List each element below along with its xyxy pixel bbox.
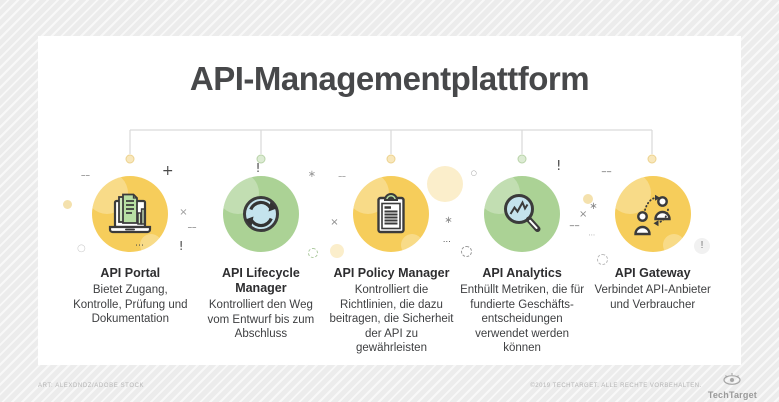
copyright-text: ©2019 TECHTARGET. ALLE RECHTE VORBEHALTE… [530,383,702,389]
sparkle-dash-icon: ‒‒ [569,221,580,230]
circle-highlight [401,234,424,252]
icon-circle-yellow [614,176,691,252]
brand-name: TechTarget [707,390,757,400]
sparkle-dots-icon: ⋯ [588,231,596,239]
feature-heading: API Policy Manager [333,266,450,280]
feature-column-api-lifecycle-manager: ! ∗ ‒‒ API Lifecycle Manager Kontrollier [188,162,327,356]
dashed-ring-icon [308,248,319,258]
eye-icon [723,373,742,385]
sparkle-cross-icon: × [330,217,339,228]
pale-blob [63,200,72,209]
circle-highlight [662,234,685,252]
icon-circle-green [484,176,561,252]
sparkle-exclamation-icon: ! [255,161,261,175]
exclamation-badge-icon: ! [693,238,710,254]
feature-column-api-portal: ‒‒ + × ! ⋯ ○ [63,164,196,356]
feature-description: Enthüllt Metriken, die für fundierte Ges… [460,284,585,354]
feature-heading: API Portal [100,266,161,280]
connector-dot [386,154,396,164]
feature-column-api-policy-manager: ‒‒ × ∗ ⋯ API Policy Man [326,166,463,356]
sparkle-cross-icon: × [179,207,188,218]
pale-blob [583,194,594,204]
connector-dot [517,154,527,164]
feature-description: Kontrolliert den Weg vom Entwurf bis zum… [207,299,315,340]
icon-circle-yellow [92,176,169,252]
feature-description: Verbindet API-Anbieter und Verbraucher [594,284,711,311]
feature-description: Kontrolliert die Richtlinien, die dazu b… [329,284,454,354]
feature-description: Bietet Zugang, Kontrolle, Prüfung und Do… [73,284,188,325]
sparkle-plus-icon: + [161,163,174,179]
sparkle-asterisk-icon: ∗ [589,201,598,212]
sparkle-ring-icon: ○ [77,243,86,254]
sparkle-dots-icon: ⋯ [135,241,144,251]
sparkle-cross-icon: × [578,209,588,220]
circle-highlight [614,176,651,214]
sparkle-dots-icon: ⋯ [442,237,451,246]
policy-clipboard-icon [377,193,406,234]
icon-circle-green [222,176,299,252]
laptop-documents-icon [109,193,152,234]
feature-column-api-gateway: ‒‒ ∗ ‒‒ ! [569,168,718,356]
lifecycle-cycle-icon [242,196,279,232]
sparkle-asterisk-icon: ∗ [307,169,317,180]
feature-columns: ‒‒ + × ! ⋯ ○ [63,160,718,356]
sparkle-asterisk-icon: ∗ [444,215,453,226]
footer-right: ©2019 TECHTARGET. ALLE RECHTE VORBEHALTE… [530,372,757,400]
connector-dot [647,154,657,164]
techtarget-logo: TechTarget [708,372,757,400]
sparkle-dash-icon: ‒‒ [338,173,346,180]
art-credit: ART: ALEXDNDZ/ADOBE STOCK [38,383,145,389]
sparkle-ring-icon: ○ [470,169,477,177]
pale-blob [330,244,345,258]
content-card: API-Managementplattform ‒‒ + × ! ⋯ ○ [38,36,741,365]
circle-highlight [140,234,163,252]
sparkle-dash-icon: ‒‒ [81,171,90,179]
gateway-people-icon [633,194,671,236]
dashed-ring-icon [460,246,472,257]
feature-heading: API Analytics [482,266,562,280]
analytics-magnifier-icon [504,194,541,232]
page-title: API-Managementplattform [189,60,590,97]
connector-dot [125,154,135,164]
sparkle-dash-icon: ‒‒ [601,167,612,176]
feature-heading: API Lifecycle Manager [221,266,300,295]
sparkle-exclamation-icon: ! [556,159,562,174]
feature-column-api-analytics: ! ○ × ⋯ API Analytics Enthüllt Metriken,… [457,160,595,356]
sparkle-dash-icon: ‒‒ [187,223,197,231]
sparkle-exclamation-icon: ! [178,239,184,253]
icon-circle-yellow [353,176,430,252]
dashed-ring-icon [597,254,609,265]
feature-heading: API Gateway [614,266,691,280]
pale-blob [426,166,463,202]
